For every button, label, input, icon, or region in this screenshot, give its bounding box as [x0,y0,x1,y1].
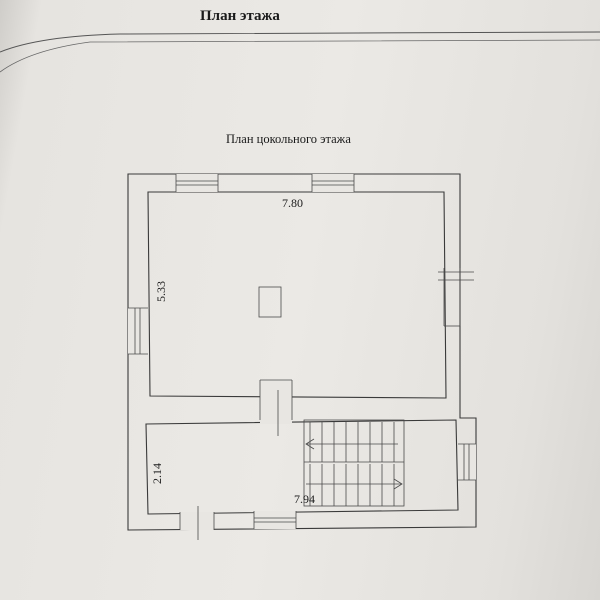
dimension-upper-width: 7.80 [282,196,303,210]
dimension-lower-width: 7.94 [294,492,315,506]
window-top-right [311,174,355,192]
lower-room-inner-wall [145,419,459,515]
window-bottom [253,511,297,529]
window-right-lower [458,443,476,481]
plan-title: План цокольного этажа [226,132,351,146]
window-left [128,307,148,355]
page-title: План этажа [200,8,280,24]
window-right-upper [438,268,474,327]
staircase [303,419,405,507]
dimension-lower-height: 2.14 [150,463,164,484]
upper-room-inner-wall [147,191,447,399]
window-top-left [175,174,219,192]
dimension-upper-height: 5.33 [154,281,168,302]
outer-wall [127,173,477,531]
entrance-door [179,506,215,540]
doorway [259,379,293,436]
column [258,286,282,318]
